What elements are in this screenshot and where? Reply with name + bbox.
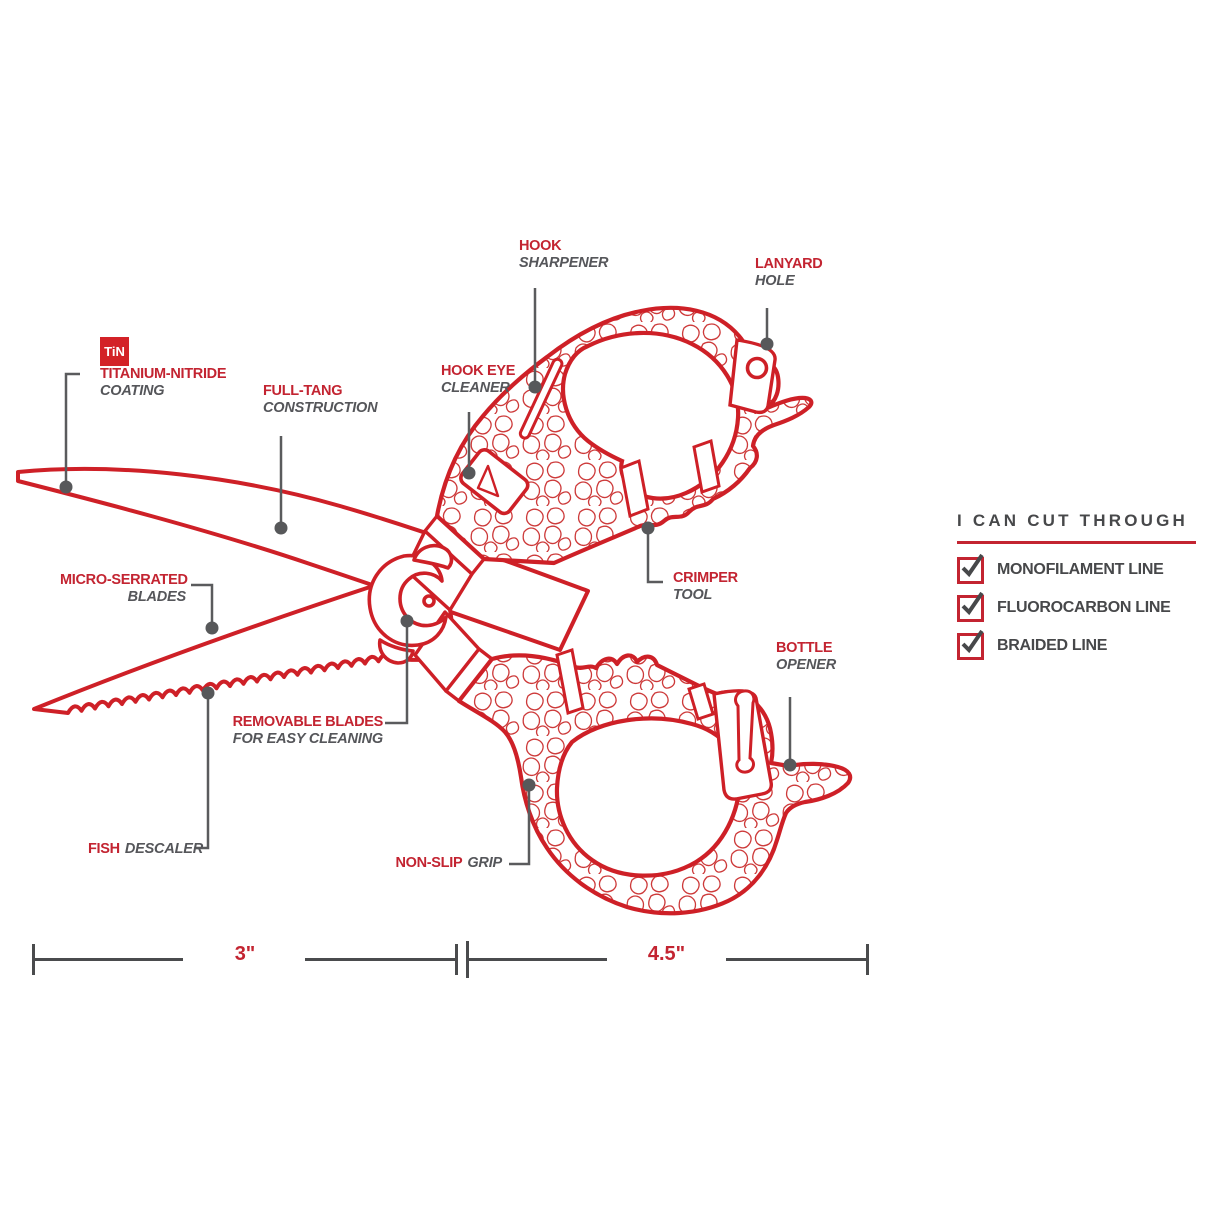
lanyard-hole [745,356,769,380]
callout-lanyard-hole: LANYARD HOLE [755,256,823,290]
tin-badge: TiN [100,337,129,366]
callout-title: TITANIUM-NITRIDE [100,366,227,382]
callout-subtitle: BLADES [127,589,187,605]
handle-divider [687,682,715,721]
callout-title: FISH [88,841,120,857]
callout-title: LANYARD [755,256,823,272]
callout-subtitle: TOOL [673,587,713,603]
callout-bottle-opener: BOTTLE OPENER [776,640,836,674]
callout-titanium-nitride: TITANIUM-NITRIDE COATING [100,366,227,400]
blade-length-label: 3" [234,943,256,965]
callout-title: HOOK [519,238,562,254]
callout-hook-sharpener: HOOK SHARPENER [519,238,608,272]
handle-length-label: 4.5" [647,943,686,965]
callout-title: MICRO-SERRATED [60,572,188,588]
checkbox-checked [957,629,984,660]
callout-hook-eye-cleaner: HOOK EYE CLEANER [441,363,515,397]
panel-underline [957,541,1196,544]
callout-subtitle: FOR EASY CLEANING [232,731,383,747]
callout-subtitle: HOLE [755,273,795,289]
handle-divider [619,458,650,519]
hook-eye-needle [476,464,500,498]
panel-title: I CAN CUT THROUGH [957,511,1188,530]
callout-title: NON-SLIP [395,855,463,871]
callout-title: REMOVABLE BLADES [232,714,384,730]
callout-subtitle: SHARPENER [519,255,609,271]
checklist-row: FLUOROCARBON LINE [957,591,1207,622]
checkmark-icon [961,553,984,577]
callout-full-tang: FULL-TANG CONSTRUCTION [263,383,378,417]
callout-micro-serrated: MICRO-SERRATED BLADES [60,572,188,606]
handle-divider [555,648,585,715]
checkmark-icon [961,629,984,653]
cut-through-panel: I CAN CUT THROUGH MONOFILAMENT LINE FLUO… [957,511,1207,660]
callout-subtitle: OPENER [776,657,837,673]
checklist-label: MONOFILAMENT LINE [997,561,1164,578]
callout-title: CRIMPER [673,570,738,586]
checkbox-checked [957,591,984,622]
hook-sharpener-slot [518,357,564,440]
callout-subtitle: DESCALER [124,841,204,857]
callout-title: FULL-TANG [263,383,343,399]
checkbox-checked [957,553,984,584]
leader-lines [64,288,792,866]
measurement-ruler [32,941,869,978]
bottle-opener-latch [734,689,756,774]
checklist-row: BRAIDED LINE [957,629,1207,660]
handle-divider [692,438,721,495]
callout-subtitle: CLEANER [441,380,510,396]
upper-handle [434,305,814,566]
callout-subtitle: COATING [100,383,165,399]
callout-title: HOOK EYE [441,363,516,379]
checklist-row: MONOFILAMENT LINE [957,553,1207,584]
checklist-label: FLUOROCARBON LINE [997,599,1171,616]
leader-dots [59,337,797,792]
callout-removable-blades: REMOVABLE BLADES FOR EASY CLEANING [230,714,384,748]
callout-title: BOTTLE [776,640,833,656]
checklist-label: BRAIDED LINE [997,637,1108,654]
checkmark-icon [961,591,984,615]
pivot-mechanism [367,543,454,665]
lower-handle-hole [554,716,743,878]
lower-handle [456,648,853,916]
callout-subtitle: CONSTRUCTION [263,400,378,416]
callout-subtitle: GRIP [467,855,502,871]
callout-crimper-tool: CRIMPER TOOL [673,570,738,604]
